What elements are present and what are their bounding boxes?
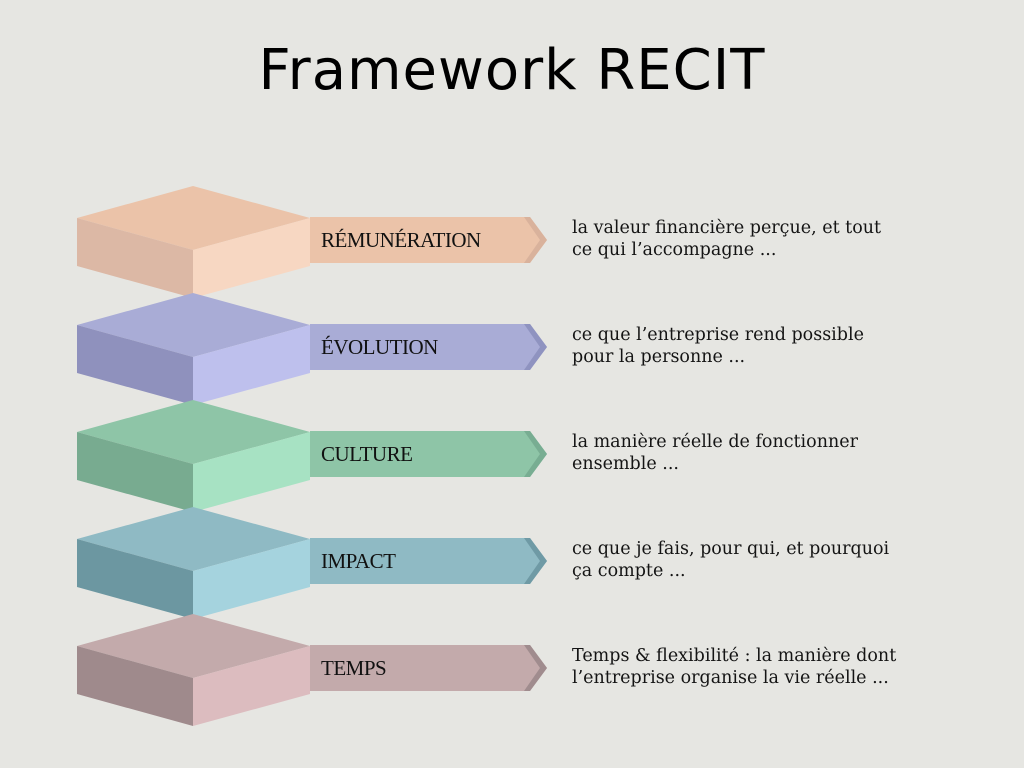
chevron-arrow-icon xyxy=(524,324,547,370)
cube-top-face xyxy=(77,400,310,464)
cube-top-face xyxy=(77,507,310,571)
cube-left-face xyxy=(77,646,193,726)
cube-top-face xyxy=(77,186,310,250)
page-title: Framework RECIT xyxy=(258,38,766,103)
cube-left-face xyxy=(77,539,193,619)
description-line-1: ce que l’entreprise rend possible xyxy=(572,325,864,345)
label-banner xyxy=(310,431,547,477)
row-label: RÉMUNÉRATION xyxy=(321,228,481,252)
row-label: ÉVOLUTION xyxy=(321,335,438,359)
label-banner xyxy=(310,217,547,263)
cube-right-face xyxy=(193,539,310,619)
chevron-arrow-icon xyxy=(524,217,547,263)
cube-left-face xyxy=(77,432,193,512)
cube-row-3 xyxy=(77,507,547,619)
cube-row-0 xyxy=(77,186,547,298)
cube-row-4 xyxy=(77,614,547,726)
description-line-1: Temps & flexibilité : la manière dont xyxy=(572,646,897,666)
row-label: TEMPS xyxy=(321,656,387,680)
description-line-2: ensemble ... xyxy=(572,454,679,474)
row-label: CULTURE xyxy=(321,442,413,466)
cube-right-face xyxy=(193,646,310,726)
chevron-arrow-icon xyxy=(524,431,547,477)
chevron-arrow-icon xyxy=(524,645,547,691)
description-line-2: ce qui l’accompagne ... xyxy=(572,240,777,260)
cube-row-1 xyxy=(77,293,547,405)
cube-right-face xyxy=(193,432,310,512)
cube-right-face xyxy=(193,325,310,405)
description-line-2: ça compte ... xyxy=(572,561,686,581)
description-line-1: la valeur financière perçue, et tout xyxy=(572,218,882,238)
cube-right-face xyxy=(193,218,310,298)
row-label: IMPACT xyxy=(321,549,396,573)
description-line-2: l’entreprise organise la vie réelle ... xyxy=(572,668,889,688)
cube-top-face xyxy=(77,614,310,678)
cube-row-2 xyxy=(77,400,547,512)
label-banner xyxy=(310,645,547,691)
cube-left-face xyxy=(77,325,193,405)
label-banner xyxy=(310,324,547,370)
cube-top-face xyxy=(77,293,310,357)
description-line-1: la manière réelle de fonctionner xyxy=(572,432,858,452)
chevron-arrow-icon xyxy=(524,538,547,584)
description-line-2: pour la personne ... xyxy=(572,347,746,367)
label-banner xyxy=(310,538,547,584)
cube-left-face xyxy=(77,218,193,298)
description-line-1: ce que je fais, pour qui, et pourquoi xyxy=(572,539,890,559)
